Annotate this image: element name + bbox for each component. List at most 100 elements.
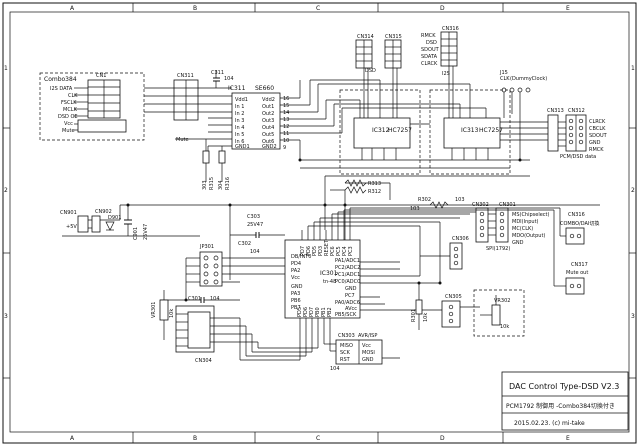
j15-label: CLK <box>500 76 510 82</box>
r-vertical-label: 303 <box>202 180 208 190</box>
c311-ref: C311 <box>211 70 224 76</box>
r-vertical-label: R316 <box>225 177 231 190</box>
cn901-ref: CN901 <box>60 210 77 216</box>
cn303-pin: SCK <box>340 350 351 356</box>
misc-value: 103 <box>410 206 420 212</box>
cn306-block: CN306 <box>419 222 469 283</box>
cn316-right-block: CN316 COMBO/DAI切換 <box>476 207 599 245</box>
ic311-pin: In 3 <box>235 118 244 124</box>
spi-label: SPI(1792) <box>486 246 510 252</box>
ic301-pin: Vcc <box>291 275 300 281</box>
cn303-block: CN303 AVR/ISP MISO SCK RST Vcc MOSI GND <box>323 330 400 365</box>
ic301-pin: PC1/ADC1 <box>335 272 360 278</box>
j15-block: J15 CLK (DummyClock) <box>499 70 547 93</box>
cn306-ref: CN306 <box>452 236 469 242</box>
row-label-1: 1 <box>4 65 8 72</box>
ic311-block: IC311 SE660 Vdd1 In 1 In 2 In 3 In 4 In … <box>175 80 342 160</box>
ic301-pin: AVcc <box>345 306 357 312</box>
r301-value: 10k <box>423 313 429 322</box>
cn316-signal: RMCK <box>421 33 436 39</box>
cn316-signal: DSD <box>426 40 437 46</box>
ic311-pin: In 1 <box>235 104 244 110</box>
ic301-pin: PC6 <box>330 246 336 256</box>
c302-value: 104 <box>250 249 260 255</box>
ic311-pin: In 4 <box>235 125 244 131</box>
c901-ref: C901 <box>133 227 139 240</box>
ic301-pin: PC3 <box>348 246 354 256</box>
cn301-ref: CN301 <box>499 202 516 208</box>
vr301: VR301 10k <box>151 290 175 340</box>
ic301-pin: RESET <box>324 239 330 256</box>
ic301-top-pins: PD7 PD6 PD5 PD3 RESET PC6 PC5 PC4 PC3 <box>300 239 354 256</box>
r315-r316-block: 303 R315 304 R316 <box>202 139 231 190</box>
r313-label: R313 <box>368 181 381 187</box>
ic301-pin: PB2 <box>327 307 333 317</box>
cn304-block: CN304 <box>175 305 258 364</box>
mux-wiring <box>309 66 555 160</box>
cn301-signal: MDI(Input) <box>512 219 539 225</box>
ic301-pin: PC2/ADC2 <box>335 265 360 271</box>
col-label-b: B <box>193 5 197 12</box>
ic301-pin: PD7 <box>300 246 306 256</box>
cn312-block: CN312 CLRCK CBCLK SDOUT GND RMCK PCM/DSD… <box>558 108 608 160</box>
ic301-bottom-pins: PD5 PD6 PD7 PB0 PB1 PB2 <box>297 307 333 317</box>
ic311-pin: GND1 <box>235 144 250 150</box>
cn901-block: CN901 +5V CN902 D901 C901 25V47 <box>60 205 200 240</box>
c901-value: 25V47 <box>143 224 149 240</box>
cn302-ref: CN302 <box>472 202 489 208</box>
ic301-pin: PA1/ADC1 <box>335 258 360 264</box>
ic301-pin: PD4 <box>291 261 301 267</box>
cn314-block: CN314 DSD <box>355 34 376 74</box>
combo-sig-mclk: MCLK <box>63 107 78 113</box>
row-label-3-right: 3 <box>631 313 635 320</box>
vr302-ref: VR302 <box>494 298 510 304</box>
row-label-3: 3 <box>4 313 8 320</box>
col-label-e-bottom: E <box>566 435 570 442</box>
ic311-pin: Out6 <box>262 139 274 145</box>
ic311-part: SE660 <box>255 85 274 92</box>
c303-value: 25V47 <box>247 222 263 228</box>
c302-ref: C302 <box>238 241 251 247</box>
ic311-pin-num: 10 <box>283 138 289 144</box>
j15-sub: (DummyClock) <box>510 76 547 82</box>
ic311-pin: GND2 <box>262 144 277 150</box>
ic301-pin: PD6 <box>306 246 312 256</box>
ic301-pin: PD5 <box>297 307 303 317</box>
cn303-ref: CN303 <box>338 333 355 339</box>
main-buses <box>120 159 600 230</box>
ic311-pin: Out5 <box>262 132 274 138</box>
ic301-pin: PB6 <box>291 298 301 304</box>
title-block: DAC Control Type-DSD V2.3 PCM1792 制御用 -C… <box>501 371 629 431</box>
ic301-pin: PC5 <box>336 246 342 256</box>
r302-label: R302 <box>418 197 431 203</box>
i2s-label: I2S <box>442 71 450 77</box>
cn301-signal: MS(Chipselect) <box>512 212 550 218</box>
cn311-ref: CN311 <box>177 73 194 79</box>
cn303-pin: MOSI <box>362 350 375 356</box>
ic312-part: HC7257 <box>388 127 412 134</box>
ic311-pin: Out3 <box>262 118 274 124</box>
ic311-pin: In 5 <box>235 132 244 138</box>
ic311-pin: Out4 <box>262 125 274 131</box>
cn312-signal: SDOUT <box>589 133 608 139</box>
ic301-pin: PA3 <box>291 291 300 297</box>
pcm-dsd-label: PCM/DSD data <box>560 154 596 160</box>
combo-sig-fsclk: FSCLK <box>61 100 77 106</box>
ic311-pin-num: 15 <box>283 103 289 109</box>
ic312-block: IC312 HC7257 <box>339 89 421 175</box>
ic311-pin: Out1 <box>262 104 274 110</box>
combo384-block: Combo384 CN1 I2S DATA CLK FSCLK MCLK DSD… <box>39 72 145 141</box>
ic311-ref: IC311 <box>228 85 246 92</box>
cn317-ref: CN317 <box>571 262 588 268</box>
ic301-pin: PC0/ADC0 <box>335 279 360 285</box>
ic311-pin: Vdd1 <box>235 97 248 103</box>
jp301-ref: JP301 <box>199 244 214 250</box>
ic312-ref: IC312 <box>372 127 390 134</box>
mute-label: Mute <box>176 137 189 143</box>
c311-value: 104 <box>224 76 234 82</box>
col-label-b-bottom: B <box>193 435 197 442</box>
cn301-block: CN301 MS(Chipselect) MDI(Input) MC(CLK) … <box>486 202 550 252</box>
col-label-e: E <box>566 5 570 12</box>
cn301-signal: MDO(Output) <box>512 233 545 239</box>
